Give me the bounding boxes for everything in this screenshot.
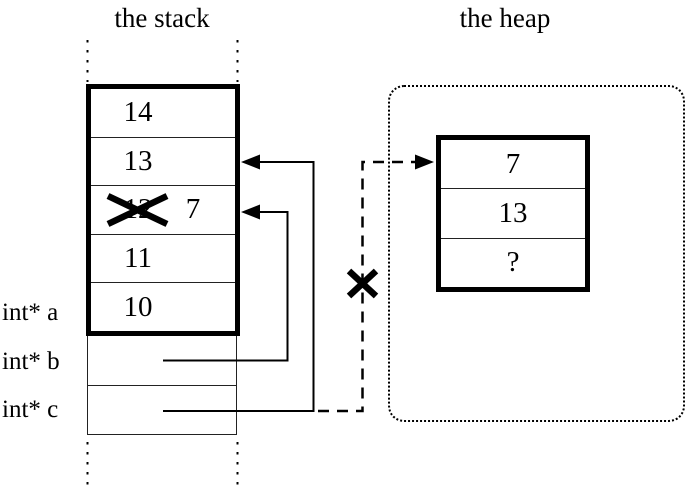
label-int-b: int* b	[2, 348, 60, 375]
heap-title: the heap	[459, 3, 551, 33]
stack-cell-value: 13	[123, 144, 153, 177]
stack-cell-11: 11	[91, 235, 235, 284]
heap-cell-question: ?	[506, 246, 520, 279]
stack-row-pointer-c	[87, 386, 237, 435]
label-int-a: int* a	[2, 299, 59, 326]
cross-mark-dangling-pointer	[346, 268, 379, 299]
label-int-c: int* c	[2, 396, 59, 423]
stack-cell-14: 14	[91, 89, 235, 138]
pointer-arrowhead-b	[241, 204, 260, 220]
stack-cell-value: 14	[123, 96, 153, 129]
stack-cell-10: 10	[91, 283, 235, 331]
stack-cell-value: 10	[123, 290, 153, 323]
heap-cell-13: 13	[441, 189, 585, 239]
stack-title: the stack	[114, 3, 210, 33]
heap-cell-7: 7	[441, 140, 585, 190]
stack-cell-12-overwritten: 12 7	[91, 186, 235, 235]
stack-cell-value: 11	[124, 242, 152, 275]
pointer-arrowhead-c	[241, 154, 260, 170]
heap-block-box: 7 13 ?	[436, 135, 590, 292]
stack-cell-13: 13	[91, 138, 235, 187]
stack-frame-box: 14 13 12 7 11 10	[86, 84, 240, 336]
stack-row-pointer-b	[87, 336, 237, 386]
overwritten-new-value: 7	[185, 193, 201, 226]
